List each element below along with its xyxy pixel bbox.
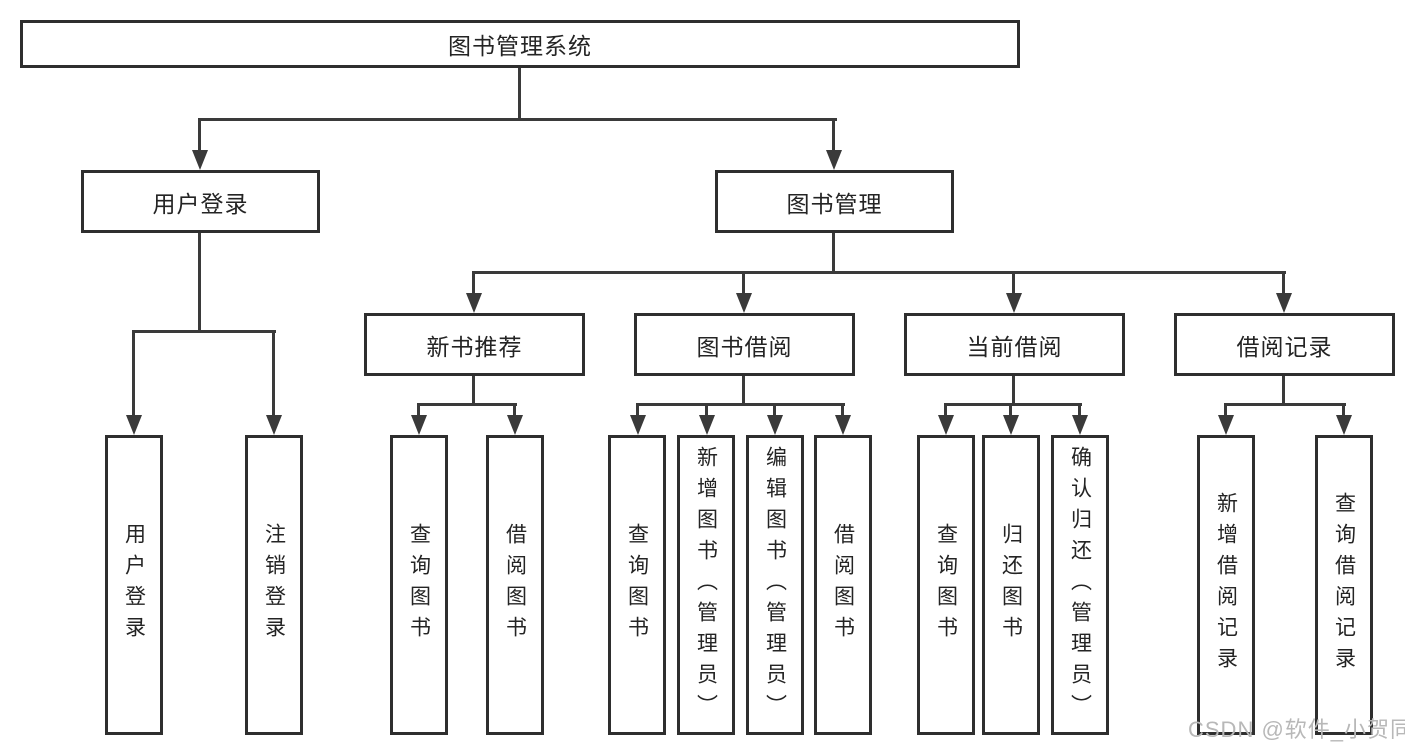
arrow-down-icon — [699, 415, 715, 435]
connector-line — [1282, 271, 1285, 295]
node-new-books-label: 新书推荐 — [426, 333, 523, 360]
leaf-user-login: 用户登录 — [105, 435, 163, 735]
connector-line — [417, 403, 517, 406]
connector-line — [773, 403, 776, 417]
node-library-system: 图书管理系统 — [20, 20, 1020, 68]
leaf-current-return: 归还图书 — [982, 435, 1040, 735]
csdn-watermark: CSDN @软件_小贺同学 — [1188, 717, 1405, 742]
arrow-down-icon — [835, 415, 851, 435]
connector-line — [636, 403, 639, 417]
arrow-down-icon — [126, 415, 142, 435]
connector-line — [132, 330, 135, 418]
arrow-down-icon — [192, 150, 208, 170]
connector-line — [832, 118, 835, 152]
connector-line — [944, 403, 947, 417]
connector-line — [1012, 375, 1015, 405]
leaf-records-add: 新增借阅记录 — [1197, 435, 1255, 735]
leaf-logout: 注销登录 — [245, 435, 303, 735]
arrow-down-icon — [630, 415, 646, 435]
arrow-down-icon — [1072, 415, 1088, 435]
connector-line — [472, 271, 475, 295]
leaf-newbooks-query-label: 查询图书 — [407, 523, 431, 647]
connector-line — [272, 330, 275, 418]
arrow-down-icon — [466, 293, 482, 313]
leaf-current-query: 查询图书 — [917, 435, 975, 735]
connector-line — [1224, 403, 1227, 417]
connector-line — [1009, 403, 1012, 417]
connector-line — [472, 375, 475, 405]
connector-line — [1342, 403, 1345, 417]
arrow-down-icon — [1006, 293, 1022, 313]
connector-line — [518, 67, 521, 120]
leaf-newbooks-borrow-label: 借阅图书 — [503, 523, 527, 647]
arrow-down-icon — [507, 415, 523, 435]
arrow-down-icon — [1003, 415, 1019, 435]
node-book-management-label: 图书管理 — [786, 190, 883, 217]
connector-line — [1012, 271, 1015, 295]
leaf-current-return-label: 归还图书 — [999, 523, 1023, 647]
leaf-records-add-label: 新增借阅记录 — [1214, 492, 1238, 678]
node-book-borrowing-label: 图书借阅 — [696, 333, 793, 360]
connector-line — [705, 403, 708, 417]
connector-line — [417, 403, 420, 417]
leaf-current-query-label: 查询图书 — [934, 523, 958, 647]
connector-line — [198, 232, 201, 333]
connector-line — [513, 403, 516, 417]
node-book-management: 图书管理 — [715, 170, 954, 233]
arrow-down-icon — [1276, 293, 1292, 313]
arrow-down-icon — [826, 150, 842, 170]
arrow-down-icon — [736, 293, 752, 313]
arrow-down-icon — [1336, 415, 1352, 435]
node-book-borrowing: 图书借阅 — [634, 313, 855, 376]
leaf-borrowing-query-label: 查询图书 — [625, 523, 649, 647]
arrow-down-icon — [767, 415, 783, 435]
connector-line — [944, 403, 1082, 406]
leaf-newbooks-query: 查询图书 — [390, 435, 448, 735]
arrow-down-icon — [1218, 415, 1234, 435]
leaf-borrowing-query: 查询图书 — [608, 435, 666, 735]
connector-line — [1078, 403, 1081, 417]
leaf-current-confirm-admin: 确认归还（管理员） — [1051, 435, 1109, 735]
connector-line — [832, 232, 835, 273]
arrow-down-icon — [938, 415, 954, 435]
connector-line — [742, 375, 745, 405]
leaf-current-confirm-admin-label: 确认归还（管理员） — [1068, 445, 1092, 725]
node-borrowing-records: 借阅记录 — [1174, 313, 1395, 376]
connector-line — [1224, 403, 1346, 406]
leaf-borrowing-borrow-label: 借阅图书 — [831, 523, 855, 647]
connector-line — [636, 403, 845, 406]
leaf-records-query: 查询借阅记录 — [1315, 435, 1373, 735]
node-current-borrowing: 当前借阅 — [904, 313, 1125, 376]
connector-line — [198, 118, 837, 121]
connector-line — [132, 330, 276, 333]
leaf-borrowing-edit-admin-label: 编辑图书（管理员） — [763, 445, 787, 725]
node-library-system-label: 图书管理系统 — [448, 33, 592, 59]
leaf-borrowing-add-admin-label: 新增图书（管理员） — [694, 445, 718, 725]
connector-line — [841, 403, 844, 417]
node-new-books: 新书推荐 — [364, 313, 585, 376]
node-borrowing-records-label: 借阅记录 — [1236, 333, 1333, 360]
arrow-down-icon — [411, 415, 427, 435]
connector-line — [742, 271, 745, 295]
node-user-login-label: 用户登录 — [152, 190, 249, 217]
arrow-down-icon — [266, 415, 282, 435]
connector-line — [198, 118, 201, 152]
node-current-borrowing-label: 当前借阅 — [966, 333, 1063, 360]
leaf-newbooks-borrow: 借阅图书 — [486, 435, 544, 735]
leaf-borrowing-add-admin: 新增图书（管理员） — [677, 435, 735, 735]
leaf-borrowing-edit-admin: 编辑图书（管理员） — [746, 435, 804, 735]
connector-line — [472, 271, 1286, 274]
node-user-login: 用户登录 — [81, 170, 320, 233]
leaf-logout-label: 注销登录 — [262, 523, 286, 647]
leaf-user-login-label: 用户登录 — [122, 523, 146, 647]
leaf-records-query-label: 查询借阅记录 — [1332, 492, 1356, 678]
leaf-borrowing-borrow: 借阅图书 — [814, 435, 872, 735]
connector-line — [1282, 375, 1285, 405]
